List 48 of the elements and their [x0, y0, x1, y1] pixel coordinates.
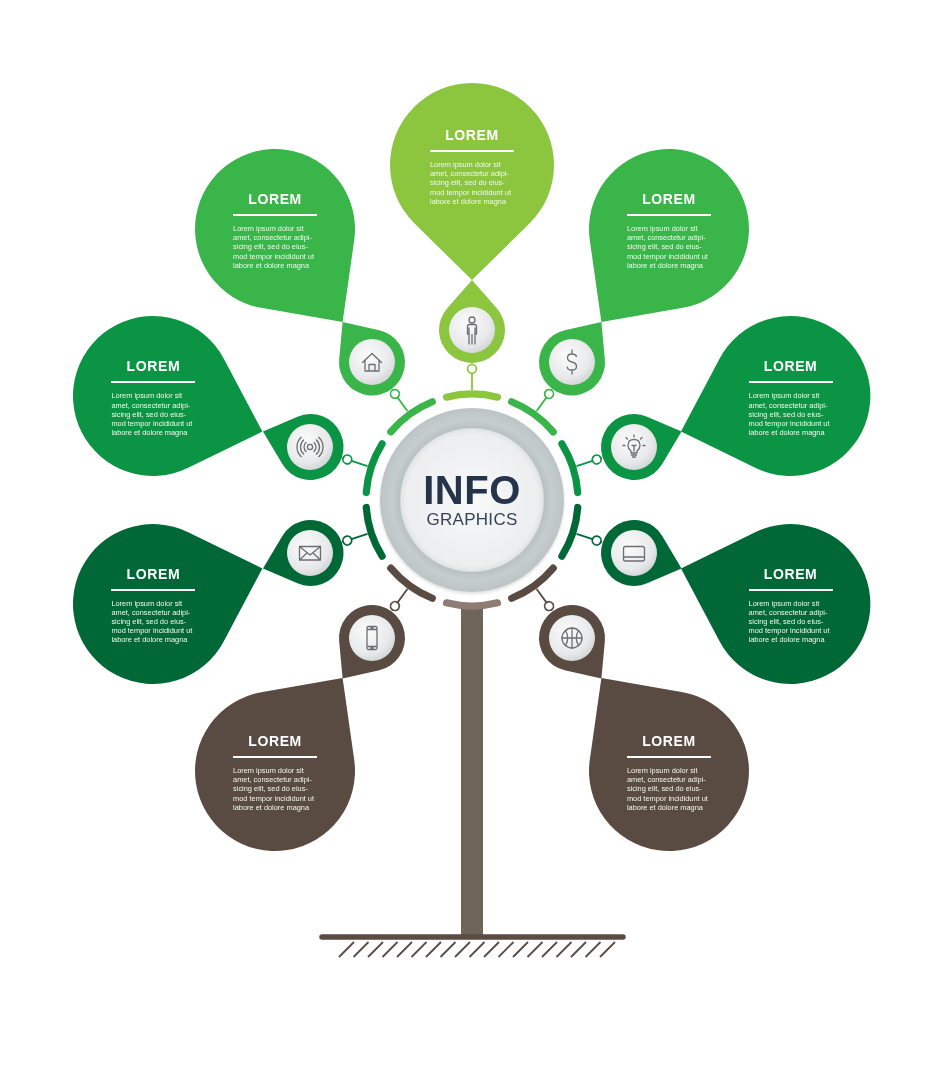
callout-heading: LOREM: [642, 733, 696, 749]
connector-line: [389, 588, 409, 612]
teardrop-callout: [73, 316, 263, 477]
arc-segment: [362, 440, 386, 497]
connector-line: [341, 454, 369, 467]
teardrop-callout: [588, 148, 749, 322]
connector-line: [575, 533, 603, 546]
teardrop-callout: [390, 83, 554, 280]
icon-pin: [600, 519, 682, 586]
connector-line: [575, 454, 603, 467]
callout-heading: LOREM: [126, 358, 181, 375]
callout-heading: LOREM: [445, 127, 499, 143]
icon-pin: [600, 414, 682, 481]
teardrop-callout: [681, 523, 871, 684]
icon-pin: [538, 604, 605, 678]
icon-pin: [538, 322, 605, 396]
arc-segment: [508, 398, 557, 436]
callout-heading: LOREM: [642, 190, 696, 207]
teardrop-callout: [195, 677, 356, 851]
teardrop-callout: [73, 523, 263, 684]
arc-segment: [442, 390, 502, 401]
teardrop-callout: [195, 148, 356, 322]
arc-segment: [508, 564, 557, 602]
arc-segment: [387, 398, 436, 436]
connector-line: [466, 362, 478, 391]
callout-heading: LOREM: [248, 733, 302, 749]
icon-pin: [339, 322, 406, 396]
callout-heading: LOREM: [248, 190, 302, 207]
arc-segment: [558, 440, 582, 497]
arc-segment: [558, 503, 582, 560]
connector-line: [389, 388, 409, 412]
callout-heading: LOREM: [126, 565, 181, 582]
icon-pin: [439, 280, 505, 363]
connector-line: [535, 388, 555, 412]
center-subtitle: GRAPHICS: [426, 511, 518, 528]
center-title: INFO: [423, 470, 521, 510]
arc-segment: [387, 564, 436, 602]
callout-heading: LOREM: [763, 565, 818, 582]
icon-pin: [262, 519, 344, 586]
icon-pin: [339, 604, 406, 678]
arc-segment: [362, 503, 386, 560]
teardrop-callout: [681, 316, 871, 477]
callout-heading: LOREM: [763, 358, 818, 375]
center-circle: [380, 408, 564, 592]
connector-line: [341, 533, 369, 546]
connector-line: [535, 588, 555, 612]
icon-pin: [262, 414, 344, 481]
teardrop-callout: [588, 677, 749, 851]
